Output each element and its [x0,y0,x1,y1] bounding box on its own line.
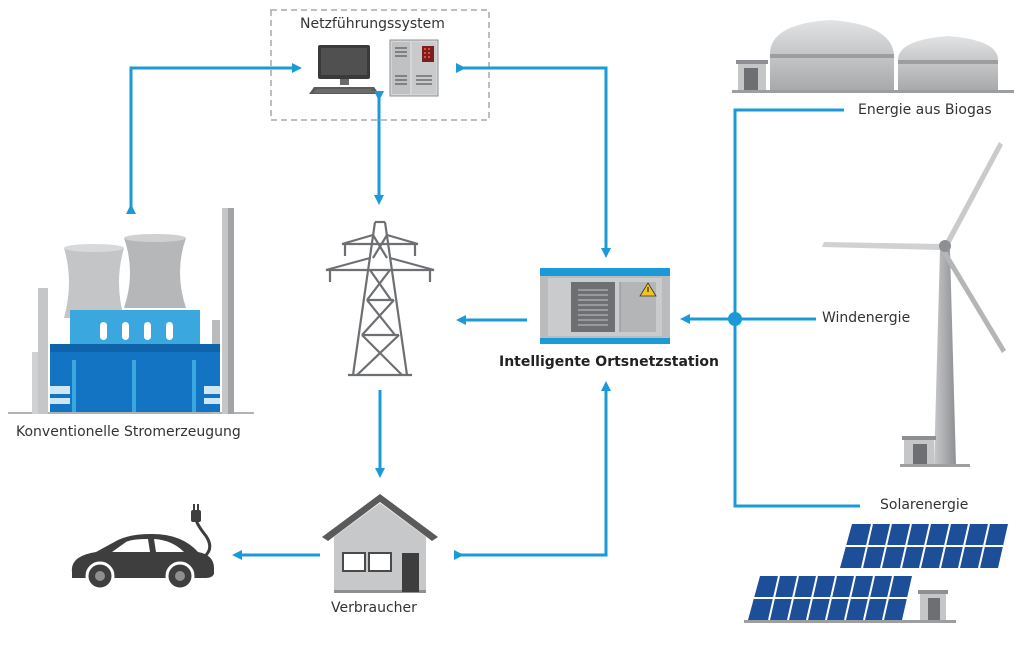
substation-icon [540,268,670,344]
house-icon [322,494,438,593]
arrow-consumer-to-station [454,381,611,560]
solar-panels-icon [744,523,1008,623]
power-plant-icon [8,208,254,414]
warning-icon [639,282,657,297]
biogas-label: Energie aus Biogas [858,102,992,118]
solar-label: Solarenergie [880,497,969,513]
computer-icon [309,45,379,94]
consumer-label: Verbraucher [331,600,417,616]
renewables-junction [728,312,742,326]
conventional-generation-label: Konventionelle Stromerzeugung [16,424,241,440]
arrow-control-to-plant [126,63,302,214]
electric-car-icon [71,504,214,591]
wind-label: Windenergie [822,310,911,326]
server-rack-icon [389,39,439,97]
biogas-tanks-icon [732,20,1014,93]
wind-turbine-icon [822,142,1006,467]
transmission-tower-icon [325,220,435,377]
station-label: Intelligente Ortsnetzstation [499,354,719,370]
control-system-group [270,9,490,121]
control-system-label: Netzführungssystem [300,16,445,32]
arrow-control-to-station [456,63,611,258]
renewables-bus [733,108,860,508]
flow-connections [126,63,860,560]
